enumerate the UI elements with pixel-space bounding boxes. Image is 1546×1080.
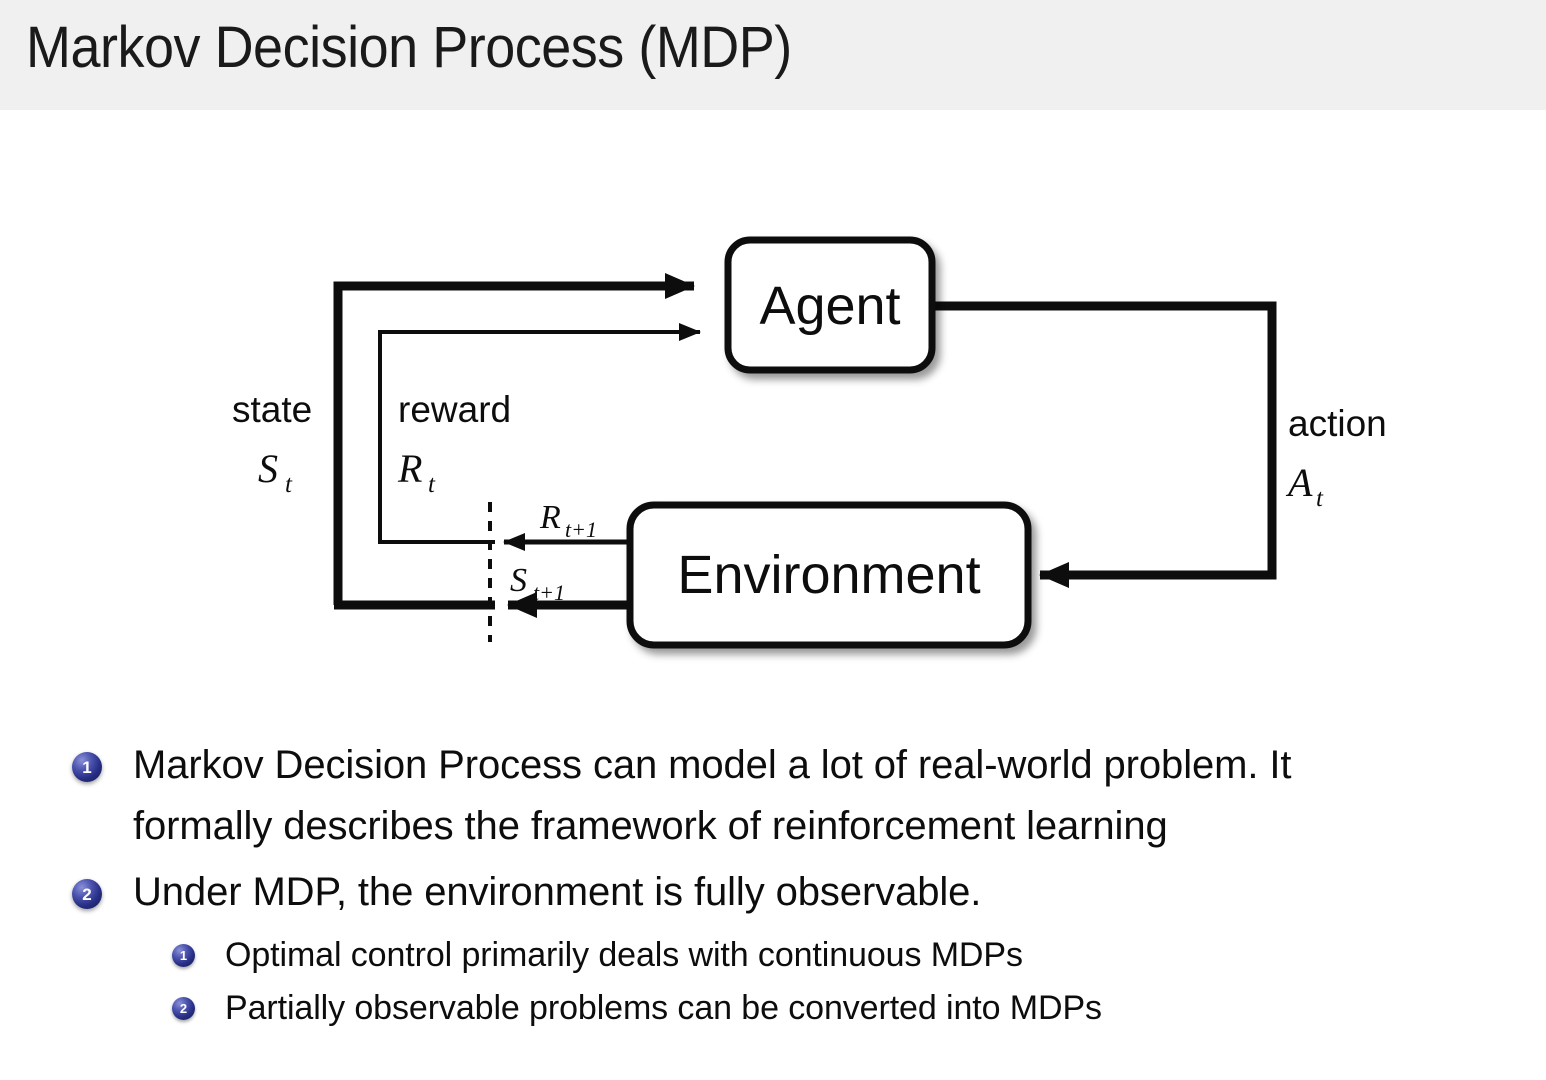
- next-state-label: S t+1: [510, 562, 565, 605]
- reward-label-subscript: t: [428, 471, 436, 498]
- reward-label-symbol: R: [397, 446, 422, 491]
- agent-box-label: Agent: [759, 276, 900, 336]
- page-title: Markov Decision Process (MDP): [26, 15, 792, 80]
- reward-feedback-path: [378, 323, 701, 542]
- state-label: state S t: [232, 389, 312, 498]
- next-state-symbol: S: [510, 562, 527, 599]
- bullet-text-1: Markov Decision Process can model a lot …: [133, 735, 1502, 857]
- action-label-subscript: t: [1316, 485, 1324, 512]
- agent-box: Agent: [724, 236, 936, 374]
- bullet-list: 1 Markov Decision Process can model a lo…: [0, 735, 1546, 1035]
- mdp-loop-diagram: Agent Environment state S t reward R t a…: [0, 110, 1546, 710]
- bullet-line: formally describes the framework of rein…: [133, 804, 1168, 848]
- reward-label-word: reward: [398, 389, 511, 430]
- next-reward-symbol: R: [539, 499, 561, 536]
- reward-label: reward R t: [397, 389, 511, 498]
- state-label-subscript: t: [285, 471, 293, 498]
- sub-bullet-text-2: Partially observable problems can be con…: [225, 989, 1102, 1027]
- action-label-symbol: A: [1285, 460, 1313, 505]
- action-label-word: action: [1288, 403, 1387, 444]
- sub-bullet-marker-1: 1: [172, 944, 195, 967]
- list-item: 1 Markov Decision Process can model a lo…: [0, 735, 1546, 857]
- bullet-line: Under MDP, the environment is fully obse…: [133, 870, 982, 914]
- slide-header-bar: Markov Decision Process (MDP): [0, 0, 1546, 110]
- state-label-symbol: S: [258, 446, 278, 491]
- action-path: [932, 301, 1277, 588]
- list-item: 2 Partially observable problems can be c…: [0, 982, 1546, 1035]
- bullet-line: Markov Decision Process can model a lot …: [133, 743, 1292, 787]
- action-label: action A t: [1285, 403, 1387, 512]
- bullet-marker-1: 1: [72, 752, 102, 782]
- state-label-word: state: [232, 389, 312, 430]
- list-item: 1 Optimal control primarily deals with c…: [0, 929, 1546, 982]
- bullet-text-2: Under MDP, the environment is fully obse…: [133, 862, 1502, 923]
- bullet-marker-2: 2: [72, 879, 102, 909]
- next-reward-label: R t+1: [539, 499, 597, 542]
- next-state-subscript: t+1: [533, 580, 565, 605]
- environment-box: Environment: [626, 501, 1032, 649]
- environment-box-label: Environment: [677, 545, 980, 605]
- next-reward-subscript: t+1: [565, 517, 597, 542]
- sub-bullet-marker-2: 2: [172, 997, 195, 1020]
- sub-bullet-text-1: Optimal control primarily deals with con…: [225, 936, 1023, 974]
- list-item: 2 Under MDP, the environment is fully ob…: [0, 862, 1546, 923]
